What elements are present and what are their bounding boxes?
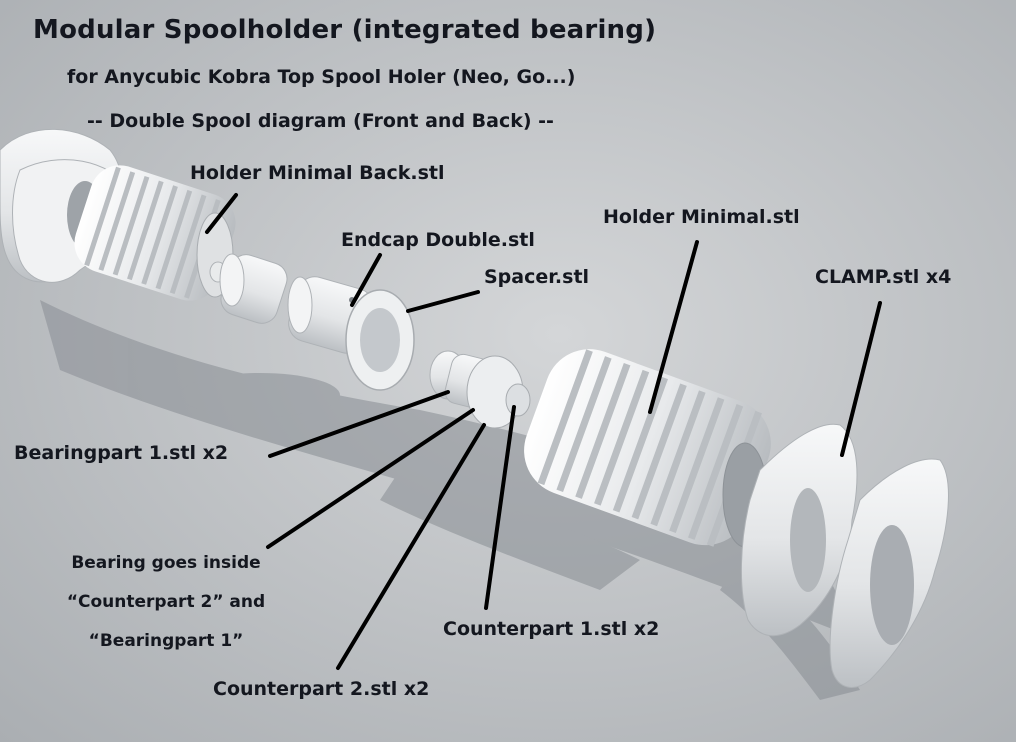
shadows <box>40 300 860 700</box>
leader-counterpart2 <box>336 423 486 670</box>
leader-holder-minimal <box>648 240 699 414</box>
diagram-subtitle: for Anycubic Kobra Top Spool Holer (Neo,… <box>67 66 576 88</box>
leader-holder-minimal-back <box>205 193 238 234</box>
label-clamp: CLAMP.stl x4 <box>815 266 952 288</box>
clamp-parts <box>740 423 949 688</box>
diagram-subtitle-2: -- Double Spool diagram (Front and Back)… <box>87 110 554 132</box>
label-spacer: Spacer.stl <box>484 266 590 288</box>
leader-clamp <box>840 301 882 457</box>
bearing-note-line3: “Bearingpart 1” <box>88 631 244 651</box>
label-holder-minimal: Holder Minimal.stl <box>603 206 800 228</box>
holder-minimal-part <box>524 349 771 548</box>
label-holder-minimal-back: Holder Minimal Back.stl <box>190 162 445 184</box>
leader-lines <box>205 193 882 670</box>
label-counterpart2: Counterpart 2.stl x2 <box>213 678 430 700</box>
diagram-title: Modular Spoolholder (integrated bearing) <box>33 15 657 45</box>
label-counterpart1: Counterpart 1.stl x2 <box>443 618 660 640</box>
bearing-note-line1: Bearing goes inside <box>71 553 261 573</box>
counterpart-parts <box>466 355 531 429</box>
leader-note <box>266 408 475 549</box>
spacer-part <box>345 289 415 391</box>
leader-bearingpart <box>268 390 450 458</box>
label-endcap-double: Endcap Double.stl <box>341 229 535 251</box>
endcap-coupler-part <box>209 253 288 324</box>
leader-counterpart1 <box>484 405 516 610</box>
label-bearingpart: Bearingpart 1.stl x2 <box>14 442 229 464</box>
leader-endcap-double <box>350 253 382 307</box>
bearing-note-line2: “Counterpart 2” and <box>66 592 266 612</box>
holder-minimal-back-part <box>0 128 236 301</box>
leader-spacer <box>406 290 480 313</box>
